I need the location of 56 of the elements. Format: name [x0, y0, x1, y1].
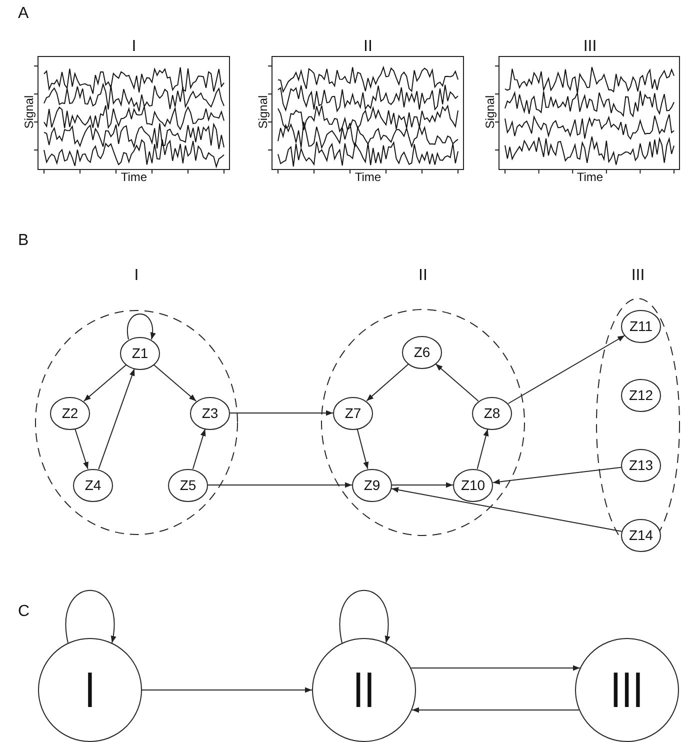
- arrow: [492, 466, 622, 485]
- cluster-title: III: [631, 268, 645, 284]
- arrow: [392, 482, 454, 488]
- axis-label: Signal: [257, 95, 269, 129]
- variable-node: Z10: [453, 468, 493, 502]
- variable-node: Z2: [50, 396, 90, 430]
- axis-label: Signal: [484, 95, 496, 129]
- arrow: [391, 487, 622, 532]
- arrow: [142, 687, 312, 693]
- loop-arrow: [339, 590, 390, 644]
- dashed-cluster: [321, 266, 525, 536]
- state-circle: II: [312, 638, 416, 742]
- arrow: [230, 410, 334, 416]
- axis-label: Time: [354, 171, 382, 183]
- arrow: [208, 482, 352, 488]
- variable-node: Z11: [621, 310, 661, 342]
- variable-node: Z8: [472, 396, 512, 430]
- cluster-title: II: [418, 268, 428, 284]
- arrow: [83, 364, 127, 402]
- loop-arrow: [65, 590, 116, 644]
- arrow: [412, 707, 580, 713]
- variable-node: Z7: [333, 396, 373, 430]
- axis-label: Signal: [23, 95, 35, 129]
- arrow: [153, 364, 197, 402]
- arrow: [356, 428, 369, 470]
- variable-node: Z12: [621, 378, 661, 412]
- panel-letter: A: [18, 6, 29, 22]
- variable-node: Z14: [621, 518, 661, 552]
- variable-node: Z13: [621, 448, 661, 482]
- arrow: [508, 335, 626, 404]
- variable-node: Z5: [168, 468, 208, 502]
- state-circle: III: [575, 638, 679, 742]
- arrow: [366, 364, 409, 402]
- arrow: [476, 428, 489, 470]
- panel-letter: B: [18, 233, 29, 249]
- arrow: [74, 428, 88, 470]
- arrow: [410, 665, 580, 671]
- state-circle: I: [38, 638, 142, 742]
- cluster-title: I: [134, 268, 139, 284]
- variable-node: Z6: [402, 336, 442, 368]
- variable-node: Z9: [352, 468, 392, 502]
- arrow: [192, 428, 206, 470]
- axis-label: Time: [120, 171, 148, 183]
- plot-title: I: [132, 39, 136, 55]
- dashed-cluster: [596, 266, 680, 550]
- variable-node: Z3: [190, 396, 230, 430]
- plot-title: II: [364, 39, 372, 55]
- axis-label: Time: [576, 171, 604, 183]
- arrow: [98, 368, 135, 470]
- dashed-cluster: [35, 266, 238, 535]
- plot-title: III: [583, 39, 597, 55]
- variable-node: Z4: [73, 468, 113, 502]
- panel-letter: C: [18, 604, 30, 620]
- variable-node: Z1: [120, 336, 160, 370]
- loop-arrow: [126, 314, 156, 340]
- arrow: [435, 364, 479, 402]
